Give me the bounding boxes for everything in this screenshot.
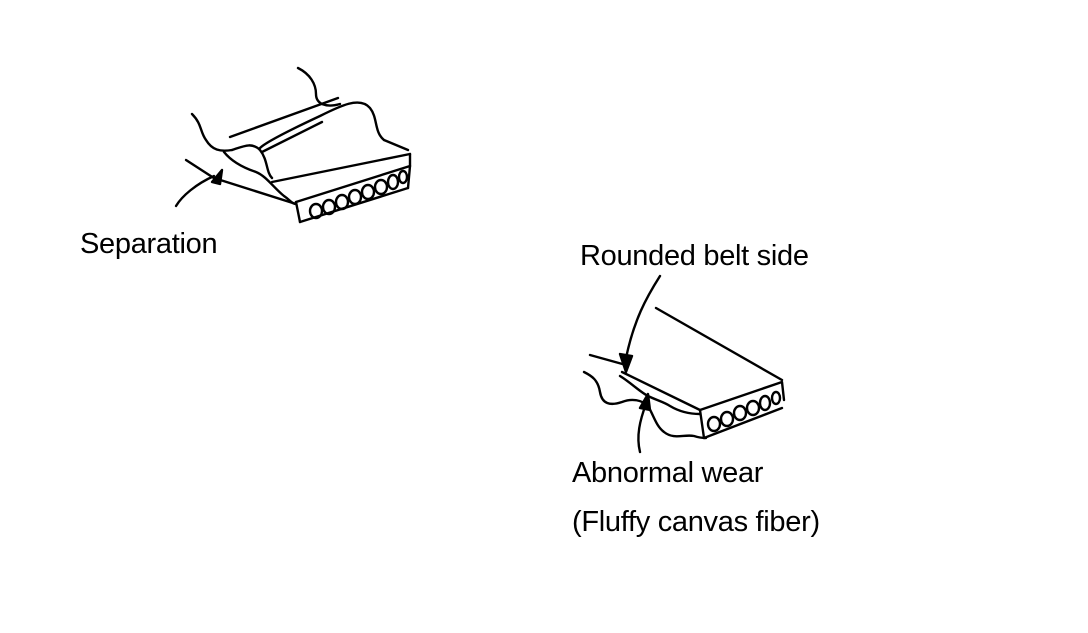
separation-label: Separation	[80, 228, 218, 260]
belt2-top-back-line	[654, 306, 784, 382]
belt-side-wave	[222, 150, 298, 206]
belt-left-bottom-edge	[212, 176, 298, 206]
belt-abnormal-wear-illustration	[582, 274, 786, 454]
separated-layer-strand	[190, 112, 234, 152]
belt-end-face	[294, 152, 412, 224]
belt-top-right-edge	[382, 138, 410, 152]
belt-near-top-edge	[270, 152, 412, 184]
belt2-worn-edge	[618, 374, 702, 416]
belt-cords	[308, 169, 409, 220]
belt2-worn-edge-lower	[646, 404, 708, 440]
rounded-side-arrowhead	[618, 352, 634, 374]
raised-hump	[230, 101, 386, 180]
belt2-cords	[706, 390, 782, 433]
belt2-left-strand	[582, 370, 650, 408]
hump-back	[260, 120, 324, 154]
belt2-far-edge	[588, 353, 628, 367]
abnormal-wear-label: Abnormal wear	[572, 457, 764, 489]
belt-separation-illustration	[174, 66, 412, 224]
abnormal-wear-leader	[637, 402, 648, 454]
abnormal-wear-arrowhead	[638, 392, 652, 412]
peeled-strand	[296, 66, 342, 107]
rounded-belt-side-label: Rounded belt side	[580, 240, 809, 272]
separation-leader-line	[174, 174, 216, 208]
belt-far-edge	[228, 96, 340, 139]
abnormal-wear-note-label: (Fluffy canvas fiber)	[572, 506, 820, 538]
belt2-near-top-edge	[620, 370, 702, 412]
belt2-end-face-left	[698, 408, 706, 440]
belt2-end-face-bottom	[702, 406, 784, 440]
belt-front-face-top	[294, 164, 412, 204]
belt2-end-face-top	[698, 380, 786, 412]
separation-arrowhead	[210, 168, 224, 186]
rounded-side-leader	[624, 274, 662, 360]
